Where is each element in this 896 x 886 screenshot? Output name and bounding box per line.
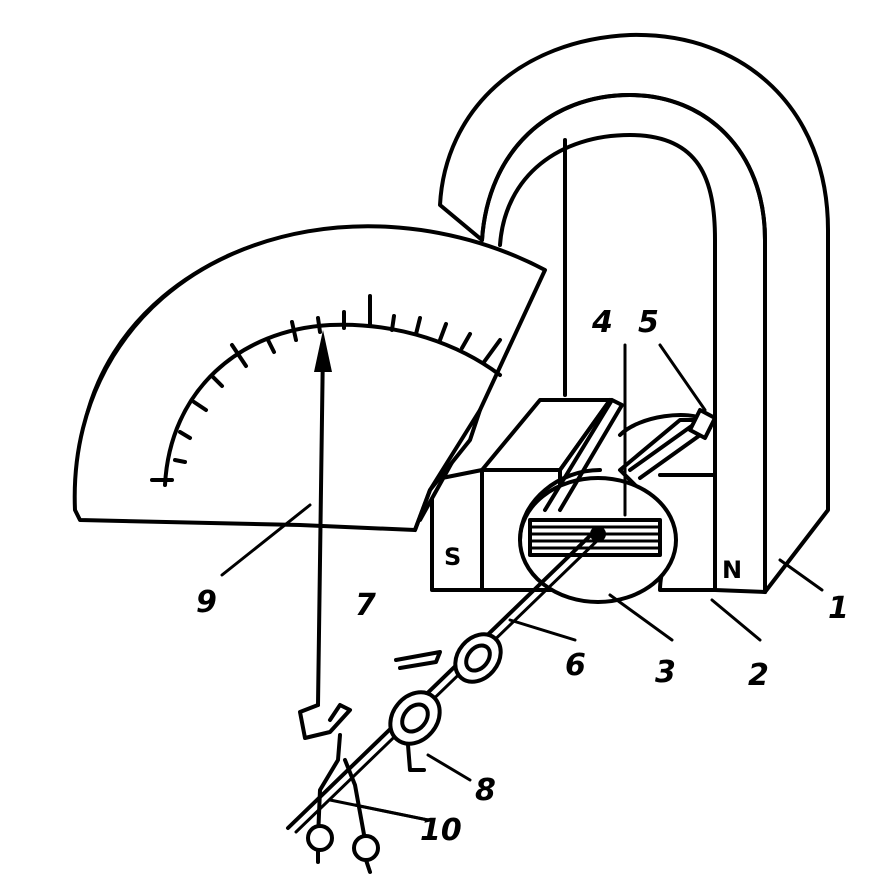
label-2: 2 xyxy=(748,658,769,693)
label-3: 3 xyxy=(655,655,676,690)
pivot-bearings xyxy=(388,632,503,746)
label-8: 8 xyxy=(475,773,496,808)
label-9: 9 xyxy=(196,585,217,620)
spring-contact-lower xyxy=(406,743,426,772)
label-1: 1 xyxy=(828,591,849,626)
coil-holder xyxy=(688,408,717,440)
label-4: 4 xyxy=(591,305,613,340)
label-7: 7 xyxy=(355,588,376,623)
label-10: 10 xyxy=(420,813,462,848)
label-5: 5 xyxy=(638,305,659,340)
spring-contact-upper xyxy=(394,650,442,670)
label-6: 6 xyxy=(565,648,586,683)
axle xyxy=(286,526,606,834)
current-leads xyxy=(306,733,380,874)
pointer xyxy=(298,330,352,740)
north-pole-label: N xyxy=(722,556,742,584)
scale-ticks xyxy=(150,294,502,482)
south-pole-label: S xyxy=(444,543,461,571)
scale-plate xyxy=(72,224,547,532)
leader-lines xyxy=(220,343,824,822)
horseshoe-magnet xyxy=(438,32,830,594)
